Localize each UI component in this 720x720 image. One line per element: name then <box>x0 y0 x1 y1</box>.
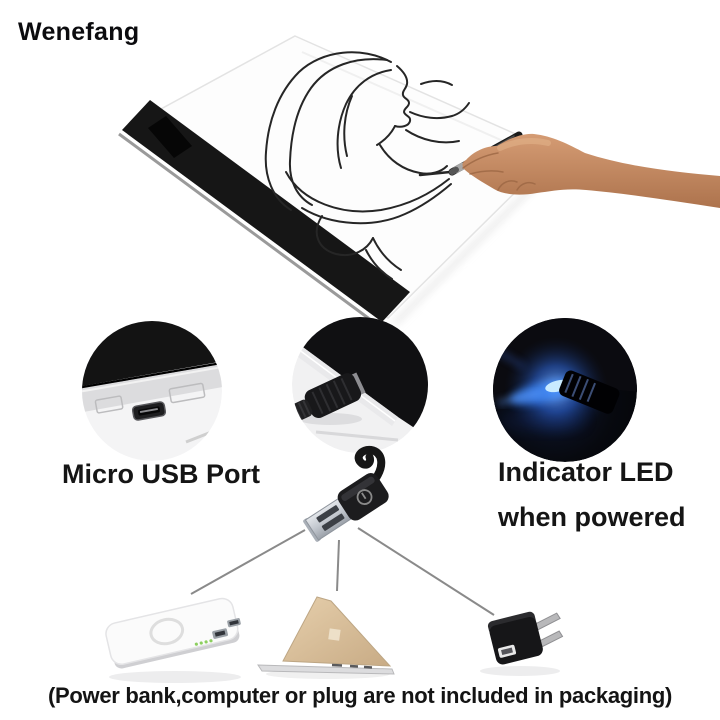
cable-hook <box>354 445 386 484</box>
laptop-logo <box>328 628 341 641</box>
light-pad-photo <box>118 35 720 328</box>
pad-corner <box>300 317 428 445</box>
wall-plug-photo <box>480 611 564 676</box>
usb-plug-graphic <box>303 445 389 542</box>
laptop-photo <box>257 596 395 679</box>
micro-usb-port <box>131 401 167 421</box>
pad-sketch <box>264 51 470 280</box>
touch-sensor <box>148 116 192 158</box>
indicator-led-label: Indicator LED when powered <box>498 450 686 540</box>
power-logo <box>356 489 373 505</box>
usb-cable-inset <box>292 317 428 453</box>
micro-usb-port-inset <box>82 321 222 461</box>
pad-rim <box>118 132 380 328</box>
pad-surface <box>124 35 558 319</box>
connection-lines <box>190 527 495 616</box>
indicator-led-label-line1: Indicator LED <box>498 457 674 487</box>
led-indicator-inset <box>493 318 637 462</box>
micro-usb-label: Micro USB Port <box>61 459 261 489</box>
laptop-base <box>257 664 395 675</box>
brand-logo: Wenefang <box>18 18 140 46</box>
hand-highlight <box>497 137 551 151</box>
indicator-led-label-line2: when powered <box>498 502 686 532</box>
power-bank-logo <box>149 617 185 646</box>
connector-silhouette <box>559 370 620 414</box>
artist-hand <box>462 133 720 208</box>
led-strip-bar <box>122 100 410 322</box>
silver-edge <box>82 363 222 413</box>
packaging-note: (Power bank,computer or plug are not inc… <box>47 683 673 708</box>
power-bank-photo <box>105 597 241 683</box>
